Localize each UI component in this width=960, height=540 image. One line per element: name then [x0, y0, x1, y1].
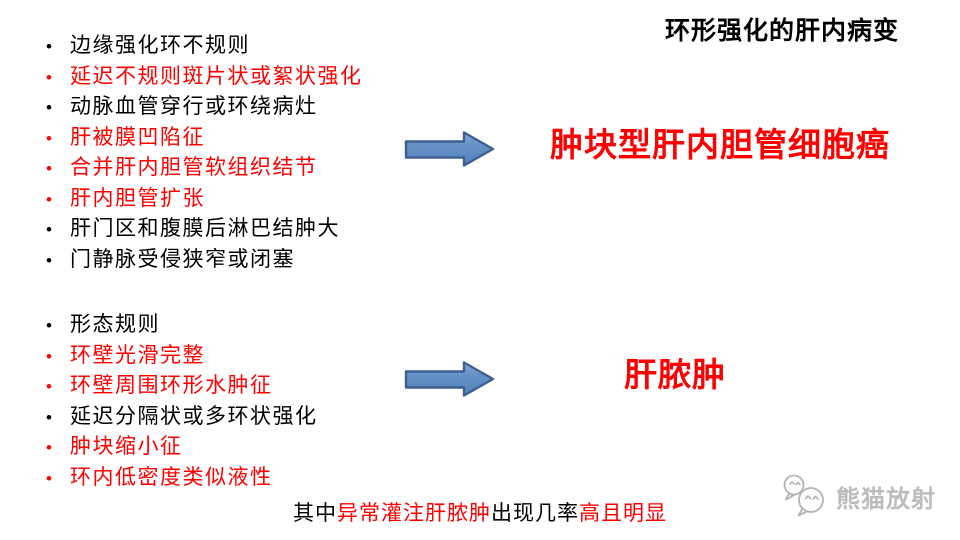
panda-chat-bubbles-icon [780, 472, 830, 520]
footnote: 其中异常灌注肝脓肿出现几率高且明显 [0, 500, 960, 526]
findings-list-cholangiocarcinoma: 边缘强化环不规则延迟不规则斑片状或絮状强化动脉血管穿行或环绕病灶肝被膜凹陷征合并… [40, 31, 363, 275]
list-item: 肿块缩小征 [40, 432, 318, 463]
watermark-text: 熊猫放射 [836, 485, 936, 513]
list-item: 门静脉受侵狭窄或闭塞 [40, 245, 363, 276]
diagnosis-liver-abscess: 肝脓肿 [624, 358, 726, 394]
list-item: 环内低密度类似液性 [40, 463, 318, 494]
list-item: 延迟分隔状或多环状强化 [40, 402, 318, 433]
watermark: 熊猫放射 [780, 472, 936, 520]
list-item: 环壁周围环形水肿征 [40, 371, 318, 402]
right-arrow-icon [404, 130, 496, 168]
footnote-segment: 高且明显 [579, 501, 667, 525]
footnote-segment: 其中 [293, 501, 337, 525]
list-item: 延迟不规则斑片状或絮状强化 [40, 62, 363, 93]
list-item: 合并肝内胆管软组织结节 [40, 153, 363, 184]
list-item: 边缘强化环不规则 [40, 31, 363, 62]
diagnosis-cholangiocarcinoma: 肿块型肝内胆管细胞癌 [550, 128, 890, 164]
slide-title: 环形强化的肝内病变 [664, 18, 899, 45]
footnote-segment: 异常灌注肝脓肿 [337, 501, 491, 525]
list-item: 肝门区和腹膜后淋巴结肿大 [40, 214, 363, 245]
list-item: 环壁光滑完整 [40, 341, 318, 372]
findings-list-liver-abscess: 形态规则环壁光滑完整环壁周围环形水肿征延迟分隔状或多环状强化肿块缩小征环内低密度… [40, 310, 318, 493]
list-item: 形态规则 [40, 310, 318, 341]
list-item: 动脉血管穿行或环绕病灶 [40, 92, 363, 123]
footnote-segment: 出现几率 [491, 501, 579, 525]
right-arrow-icon [404, 360, 496, 398]
list-item: 肝内胆管扩张 [40, 184, 363, 215]
list-item: 肝被膜凹陷征 [40, 123, 363, 154]
